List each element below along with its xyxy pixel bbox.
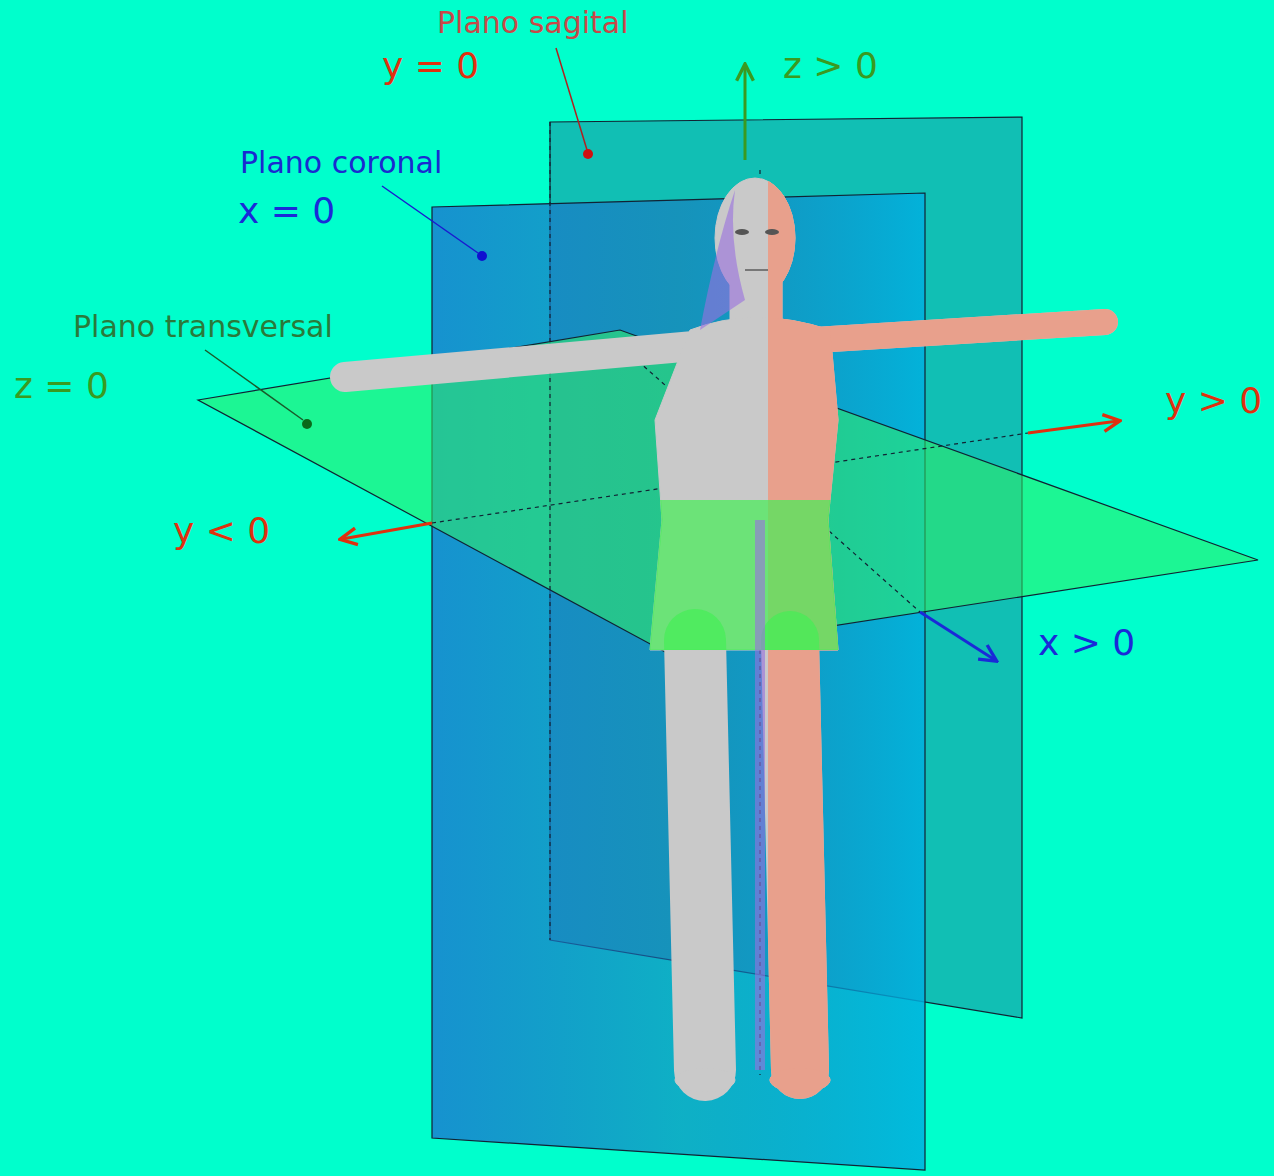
plane-equation: y = 0	[382, 48, 479, 84]
axis-label: y < 0	[173, 513, 270, 549]
plane-name: Plano sagital	[437, 8, 629, 38]
leader-lines	[205, 48, 593, 429]
plane-name: Plano coronal	[240, 148, 442, 178]
axis-arrows	[342, 66, 1118, 660]
axis-label: y > 0	[1165, 383, 1262, 419]
plane-equation: x = 0	[238, 193, 335, 229]
plane-equation: z = 0	[14, 368, 109, 404]
axis-label: z > 0	[783, 48, 878, 84]
axis-label: x > 0	[1038, 625, 1135, 661]
plane-intersections	[432, 122, 1028, 1075]
human-figure	[345, 178, 1105, 1092]
plane-name: Plano transversal	[73, 312, 333, 342]
